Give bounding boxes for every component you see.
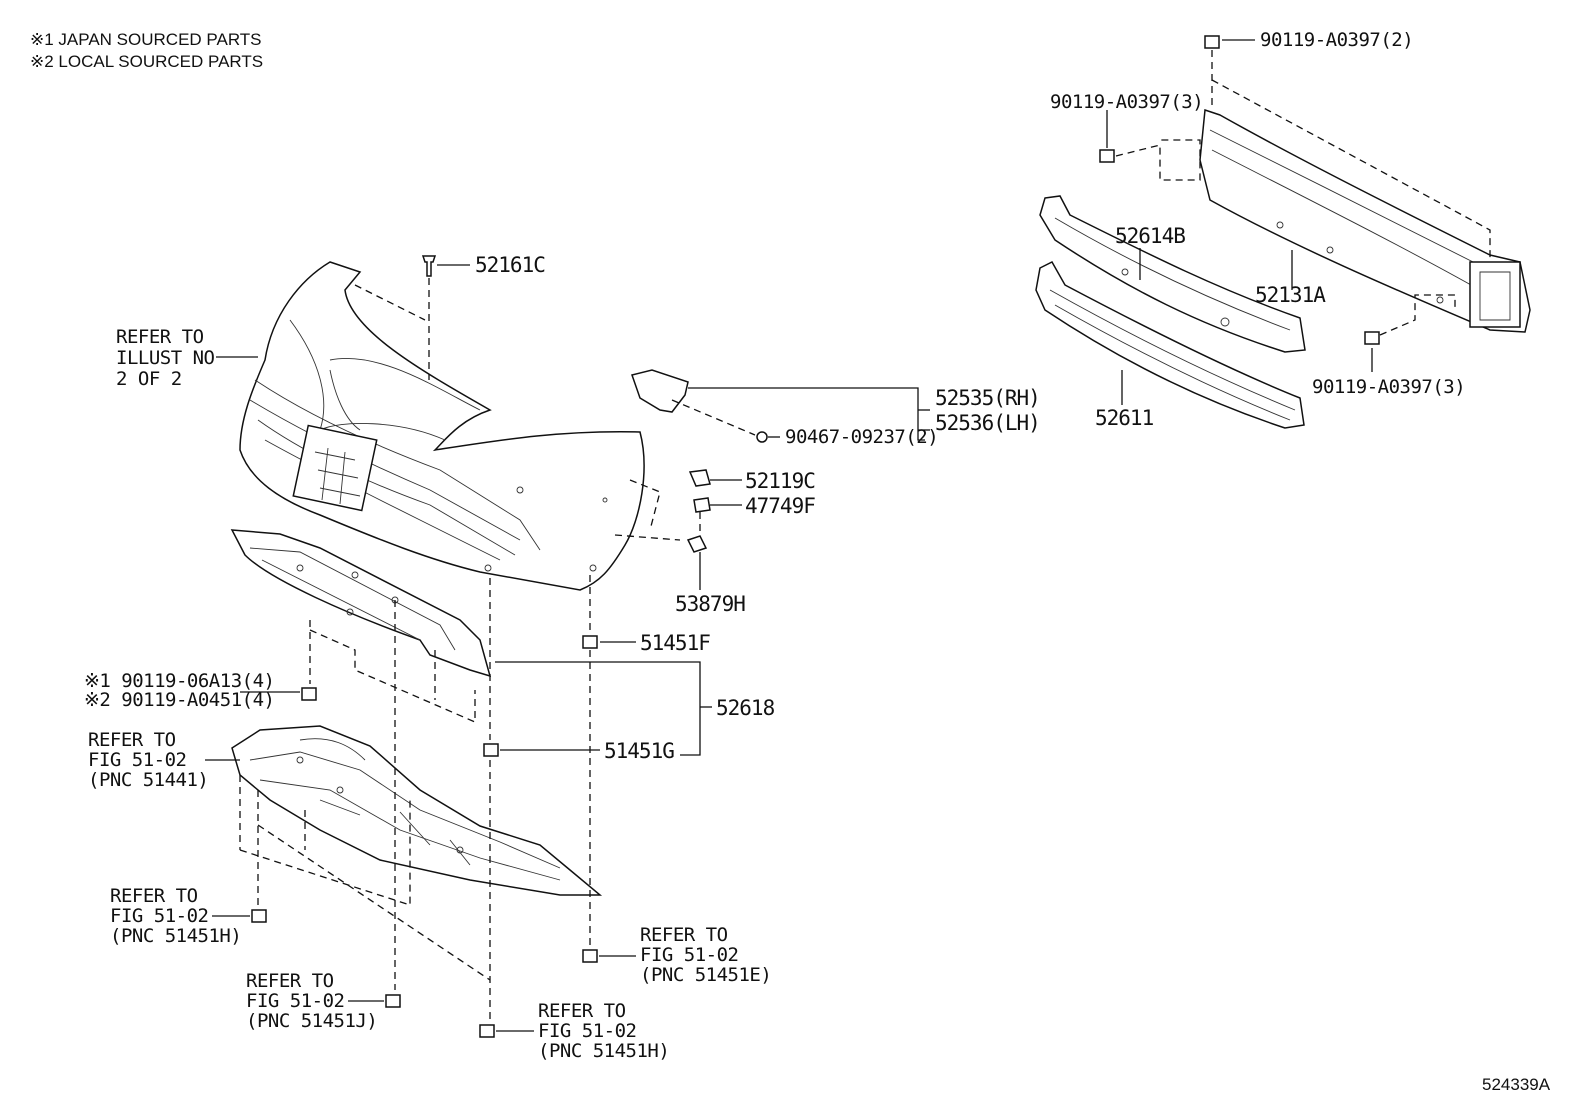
bolt-right-icon xyxy=(1364,331,1380,345)
side-bracket-drawing xyxy=(631,369,689,413)
svg-text:REFER TO: REFER TO xyxy=(110,885,198,907)
svg-text:(PNC 51451E): (PNC 51451E) xyxy=(640,964,771,986)
label-51451g: 51451G xyxy=(604,739,674,763)
bumper-cover-drawing xyxy=(239,261,645,591)
bolt-90119-lower-icon xyxy=(301,687,317,701)
ref-pnc-51451e: REFER TO FIG 51-02 (PNC 51451E) xyxy=(640,924,772,986)
clip-52161c-icon xyxy=(421,255,437,277)
svg-text:REFER TO: REFER TO xyxy=(640,924,728,946)
bolt-left-icon xyxy=(1099,149,1115,163)
label-52161c: 52161C xyxy=(475,253,545,277)
ref-pnc-51451h-left: REFER TO FIG 51-02 (PNC 51451H) xyxy=(110,885,242,947)
retainer-52119c-icon xyxy=(688,469,711,487)
svg-text:REFER TO: REFER TO xyxy=(246,970,334,992)
svg-text:(PNC 51441): (PNC 51441) xyxy=(88,769,208,791)
leader-lines xyxy=(205,39,1491,1032)
ref-pnc-51451j: REFER TO FIG 51-02 (PNC 51451J) xyxy=(246,970,378,1032)
svg-text:(PNC 51451H): (PNC 51451H) xyxy=(110,925,241,947)
label-52536-lh: 52536(LH) xyxy=(935,411,1040,435)
label-90119-a0451: ※2 90119-A0451(4) xyxy=(84,689,274,711)
label-52614b: 52614B xyxy=(1115,224,1185,248)
reinforcement-drawing xyxy=(1199,108,1531,333)
clip-53879h-icon xyxy=(686,535,708,553)
absorber-52611-drawing xyxy=(1035,261,1305,429)
svg-text:FIG 51-02: FIG 51-02 xyxy=(246,990,344,1012)
svg-text:REFER TO: REFER TO xyxy=(88,729,176,751)
fasteners xyxy=(251,35,1380,1038)
bolt-51451j-icon xyxy=(385,994,401,1008)
label-90467: 90467-09237(2) xyxy=(785,426,938,448)
note-local-sourced: ※2 LOCAL SOURCED PARTS xyxy=(30,52,263,71)
clip-51451g-icon xyxy=(483,743,499,757)
label-90119-a0397-top: 90119-A0397(2) xyxy=(1260,29,1413,51)
screw-90467-icon xyxy=(756,431,768,443)
label-90119-06a13: ※1 90119-06A13(4) xyxy=(84,670,274,692)
label-53879h: 53879H xyxy=(675,592,745,616)
svg-text:(PNC 51451H): (PNC 51451H) xyxy=(538,1040,669,1062)
illustration-number: 524339A xyxy=(1482,1075,1551,1094)
svg-text:(PNC 51451J): (PNC 51451J) xyxy=(246,1010,377,1032)
label-90119-a0397-right: 90119-A0397(3) xyxy=(1312,376,1465,398)
nut-47749f-icon xyxy=(693,497,711,513)
label-47749f: 47749F xyxy=(745,494,815,518)
label-51451f: 51451F xyxy=(640,631,710,655)
ref-pnc-51451h-bottom: REFER TO FIG 51-02 (PNC 51451H) xyxy=(538,1000,670,1062)
ref-illust-2-of-2: REFER TO ILLUST NO 2 OF 2 xyxy=(116,326,215,390)
svg-text:FIG 51-02: FIG 51-02 xyxy=(88,749,186,771)
label-52535-rh: 52535(RH) xyxy=(935,386,1040,410)
svg-text:FIG 51-02: FIG 51-02 xyxy=(640,944,738,966)
ref-pnc-51441: REFER TO FIG 51-02 (PNC 51441) xyxy=(88,729,209,791)
bolt-51451h-b-icon xyxy=(479,1024,495,1038)
label-52131a: 52131A xyxy=(1255,283,1326,307)
bolt-51451e-icon xyxy=(582,949,598,963)
label-52618: 52618 xyxy=(716,696,775,720)
svg-text:FIG 51-02: FIG 51-02 xyxy=(538,1020,636,1042)
label-90119-a0397-left: 90119-A0397(3) xyxy=(1050,91,1203,113)
label-52611: 52611 xyxy=(1095,406,1154,430)
bolt-51451h-a-icon xyxy=(251,909,267,923)
engine-under-cover-drawing xyxy=(231,725,603,896)
lower-bracket-drawing xyxy=(230,529,492,678)
label-52119c: 52119C xyxy=(745,469,815,493)
svg-text:FIG 51-02: FIG 51-02 xyxy=(110,905,208,927)
svg-text:REFER TO: REFER TO xyxy=(116,326,204,348)
absorber-52614b-drawing xyxy=(1039,195,1306,353)
bolt-top-icon xyxy=(1204,35,1220,49)
clip-51451f-icon xyxy=(582,635,598,649)
svg-text:ILLUST NO: ILLUST NO xyxy=(116,347,215,369)
svg-text:2 OF 2: 2 OF 2 xyxy=(116,368,182,390)
note-japan-sourced: ※1 JAPAN SOURCED PARTS xyxy=(30,30,262,49)
svg-text:REFER TO: REFER TO xyxy=(538,1000,626,1022)
